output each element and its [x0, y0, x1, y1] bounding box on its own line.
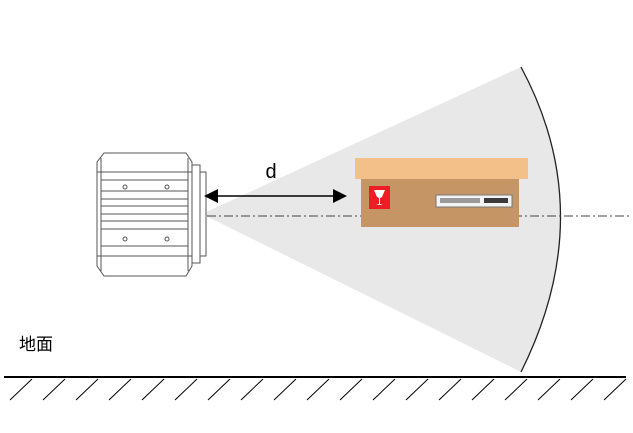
distance-arrow: [204, 189, 347, 203]
hatch-stroke: [372, 378, 396, 401]
cardboard-box: [355, 158, 528, 227]
hatch-stroke: [306, 378, 330, 401]
hatch-stroke: [9, 378, 33, 401]
beam-outer-arc: [520, 66, 562, 373]
hatch-stroke: [273, 378, 297, 401]
hatch-stroke: [75, 378, 99, 401]
hatch-stroke: [240, 378, 264, 401]
ground-hatching: [9, 378, 627, 401]
hatch-stroke: [504, 378, 528, 401]
hatch-stroke: [537, 378, 561, 401]
shipping-label: [435, 194, 513, 208]
hatch-stroke: [108, 378, 132, 401]
hatch-stroke: [339, 378, 363, 401]
box-lid: [355, 158, 528, 179]
distance-label: d: [265, 161, 276, 183]
hatch-stroke: [207, 378, 231, 401]
hatch-stroke: [405, 378, 429, 401]
hatch-stroke: [174, 378, 198, 401]
hatch-stroke: [141, 378, 165, 401]
hatch-stroke: [603, 378, 627, 401]
wine-glass-icon: [369, 186, 390, 209]
hatch-stroke: [42, 378, 66, 401]
sensor: [96, 152, 207, 277]
hatch-stroke: [438, 378, 462, 401]
ground-label: 地面: [19, 335, 53, 354]
hatch-stroke: [471, 378, 495, 401]
hatch-stroke: [570, 378, 594, 401]
